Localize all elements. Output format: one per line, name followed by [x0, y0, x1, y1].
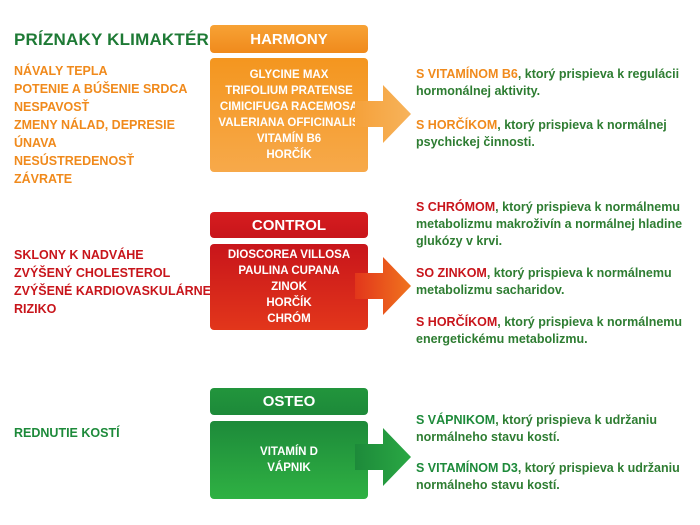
product-header-control: CONTROL: [210, 212, 368, 238]
symptom-item: ÚNAVA: [14, 136, 57, 150]
benefit-text: , ktorý prispieva k regulácii hormonálne…: [416, 67, 680, 98]
symptom-list-osteo: REDNUTIE KOSTÍ: [14, 424, 120, 442]
benefit-item: S VITAMÍNOM D3, ktorý prispieva k udržan…: [416, 460, 686, 494]
benefit-item: S CHRÓMOM, ktorý prispieva k normálnemu …: [416, 199, 691, 250]
ingredient-item: HORČÍK: [266, 297, 312, 309]
arrow-right-icon-control: [355, 257, 411, 315]
ingredient-item: VALERIANA OFFICINALIS: [218, 117, 360, 129]
ingredient-item: VÁPNIK: [267, 462, 311, 474]
symptom-item: ZVÝŠENÉ KARDIOVASKULÁRNE: [14, 284, 212, 298]
benefit-item: S HORČÍKOM, ktorý prispieva k normálnej …: [416, 117, 686, 151]
ingredient-item: ZINOK: [271, 281, 307, 293]
benefit-text: , ktorý prispieva k normálnej psychickej…: [416, 118, 667, 149]
benefit-item: S HORČÍKOM, ktorý prispieva k normálnemu…: [416, 314, 691, 348]
benefits-osteo: S VÁPNIKOM, ktorý prispieva k udržaniu n…: [416, 412, 686, 494]
ingredient-item: GLYCINE MAX: [249, 69, 329, 81]
arrow-right-icon-osteo: [355, 428, 411, 486]
symptom-item: POTENIE A BÚŠENIE SRDCA: [14, 82, 188, 96]
symptom-item: ZÁVRATE: [14, 172, 73, 186]
benefit-key: S VITAMÍNOM D3: [416, 461, 518, 475]
benefit-item: S VITAMÍNOM B6, ktorý prispieva k regulá…: [416, 66, 686, 100]
symptom-item: RIZIKO: [14, 302, 57, 316]
ingredient-item: HORČÍK: [266, 149, 312, 161]
ingredient-item: PAULINA CUPANA: [238, 265, 340, 277]
benefit-key: S HORČÍKOM: [416, 118, 498, 132]
benefit-text: , ktorý prispieva k normálnemu metaboliz…: [416, 200, 683, 248]
product-header-harmony: HARMONY: [210, 25, 368, 53]
benefit-key: S VITAMÍNOM B6: [416, 67, 518, 81]
symptom-item: NESPAVOSŤ: [14, 100, 90, 114]
symptom-item: NESÚSTREDENOSŤ: [14, 154, 135, 168]
benefit-item: SO ZINKOM, ktorý prispieva k normálnemu …: [416, 265, 691, 299]
ingredients-box-osteo: VITAMÍN D VÁPNIK: [210, 421, 368, 499]
benefit-key: SO ZINKOM: [416, 266, 487, 280]
ingredient-item: CIMICIFUGA RACEMOSA: [219, 101, 359, 113]
symptom-item: SKLONY K NADVÁHE: [14, 248, 144, 262]
benefit-text: , ktorý prispieva k udržaniu normálneho …: [416, 461, 680, 492]
symptom-item: ZVÝŠENÝ CHOLESTEROL: [14, 266, 171, 280]
ingredient-item: VITAMÍN D: [260, 446, 318, 458]
ingredient-item: DIOSCOREA VILLOSA: [227, 249, 351, 261]
ingredient-item: CHRÓM: [267, 313, 311, 325]
ingredients-box-harmony: GLYCINE MAX TRIFOLIUM PRATENSE CIMICIFUG…: [210, 58, 368, 172]
benefit-key: S CHRÓMOM: [416, 200, 496, 214]
benefits-control: S CHRÓMOM, ktorý prispieva k normálnemu …: [416, 199, 691, 348]
benefit-key: S HORČÍKOM: [416, 315, 498, 329]
symptom-item: NÁVALY TEPLA: [14, 64, 108, 78]
symptom-item: REDNUTIE KOSTÍ: [14, 426, 120, 440]
benefit-item: S VÁPNIKOM, ktorý prispieva k udržaniu n…: [416, 412, 686, 446]
arrow-right-icon-harmony: [355, 85, 411, 143]
ingredients-box-control: DIOSCOREA VILLOSA PAULINA CUPANA ZINOK H…: [210, 244, 368, 330]
benefits-harmony: S VITAMÍNOM B6, ktorý prispieva k regulá…: [416, 66, 686, 151]
symptom-item: ZMENY NÁLAD, DEPRESIE: [14, 118, 175, 132]
symptom-list-harmony: NÁVALY TEPLA POTENIE A BÚŠENIE SRDCA NES…: [14, 62, 187, 188]
benefit-text: , ktorý prispieva k udržaniu normálneho …: [416, 413, 658, 444]
benefit-text: , ktorý prispieva k normálnemu energetic…: [416, 315, 683, 346]
benefit-text: , ktorý prispieva k normálnemu metaboliz…: [416, 266, 672, 297]
ingredient-item: TRIFOLIUM PRATENSE: [225, 85, 353, 97]
symptom-list-control: SKLONY K NADVÁHE ZVÝŠENÝ CHOLESTEROL ZVÝ…: [14, 246, 211, 318]
ingredient-item: VITAMÍN B6: [256, 133, 322, 145]
page-title: PRÍZNAKY KLIMAKTÉRIA: [14, 30, 227, 49]
product-header-osteo: OSTEO: [210, 388, 368, 415]
benefit-key: S VÁPNIKOM: [416, 413, 496, 427]
